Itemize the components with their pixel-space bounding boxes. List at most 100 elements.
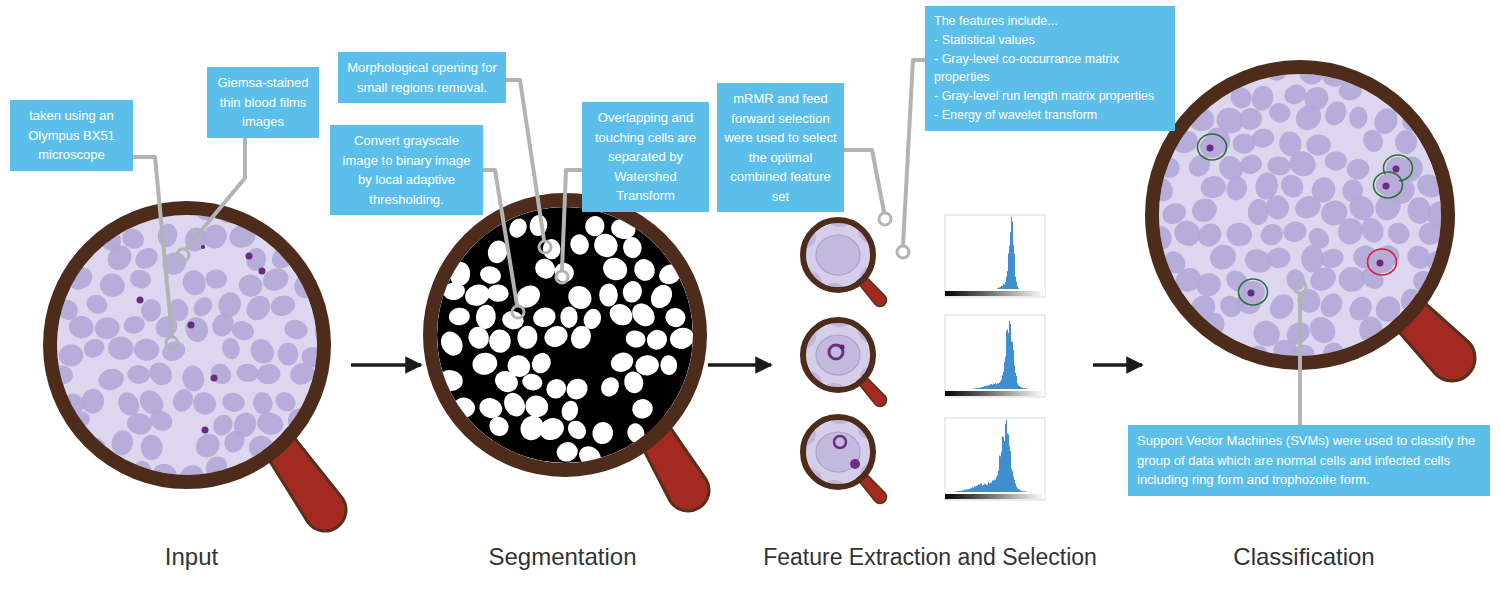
histogram-bar — [1015, 277, 1016, 289]
stage-label: Segmentation — [488, 543, 636, 571]
blood-cell — [560, 306, 578, 328]
histogram-bar — [989, 483, 990, 492]
callout-box: Convert grayscale image to binary image … — [330, 125, 483, 215]
blood-cell — [1257, 220, 1287, 250]
histogram-bar — [959, 491, 960, 493]
stage-region: Input — [40, 195, 343, 575]
histogram — [945, 418, 1045, 500]
histogram-bar — [1026, 388, 1027, 390]
blood-cell — [97, 270, 128, 300]
blood-cell — [246, 335, 279, 369]
histogram-bar — [1020, 491, 1021, 492]
blood-cell — [437, 328, 467, 360]
blood-cell — [81, 388, 105, 415]
histogram-bar — [1015, 373, 1016, 389]
histogram-bar — [967, 490, 968, 492]
callout-text: Support Vector Machines (SVMs) were used… — [1137, 431, 1481, 490]
leader-line — [483, 170, 517, 305]
callout-box: taken using an Olympus BX51 microscope — [10, 100, 133, 171]
histogram-bar — [957, 491, 958, 493]
blood-cell — [516, 324, 539, 350]
parasite — [1393, 166, 1400, 173]
leader-line — [903, 60, 925, 245]
histogram-bar — [1002, 375, 1003, 389]
blood-cell — [448, 307, 471, 326]
histogram-bar — [993, 384, 994, 389]
callout-text: - Gray-level co-occurrance matrix proper… — [934, 50, 1166, 88]
magnified-view — [788, 400, 888, 504]
stage-label: Classification — [1233, 543, 1374, 571]
magnifier — [788, 303, 889, 409]
parasite — [1207, 145, 1214, 152]
histogram-bar — [1017, 383, 1018, 389]
histogram-bar — [988, 385, 989, 389]
blood-cell — [1237, 106, 1264, 131]
blood-cell — [1284, 267, 1307, 293]
histogram-bar — [992, 385, 993, 389]
histogram-bar — [966, 489, 967, 492]
leader-dot — [539, 241, 551, 253]
histogram-bar — [999, 383, 1000, 389]
blood-cell — [268, 293, 297, 318]
detection-outline — [1368, 249, 1397, 275]
blood-cell — [622, 369, 646, 395]
magnifier-ring — [50, 208, 324, 482]
callout-text: Giemsa-stained thin blood films images — [214, 73, 312, 132]
blood-cell — [608, 350, 635, 375]
detection-outline — [1198, 134, 1227, 160]
histogram-bar — [962, 490, 963, 492]
blood-cell — [207, 360, 236, 389]
blood-cell — [1338, 267, 1365, 292]
blood-cell — [1395, 130, 1418, 155]
histogram-bar — [1017, 488, 1018, 492]
histogram-bar — [1012, 342, 1013, 389]
blood-cell — [536, 414, 568, 444]
histogram-bar — [1003, 372, 1004, 389]
histogram-bar — [954, 491, 955, 493]
histogram-bar — [1008, 253, 1009, 289]
blood-cell — [1232, 133, 1256, 154]
blood-cell — [1263, 193, 1291, 222]
parasite — [1377, 260, 1384, 267]
histogram-frame — [945, 418, 1045, 500]
histogram-bar — [1005, 357, 1006, 389]
blood-cell — [620, 279, 644, 305]
histogram-bar — [1021, 387, 1022, 389]
center-cell — [816, 235, 860, 275]
blood-cell — [1224, 175, 1249, 203]
histogram-bar — [978, 484, 979, 492]
blood-cell — [96, 366, 127, 394]
histogram-bar — [1000, 456, 1001, 492]
magnifier-ring — [803, 417, 873, 487]
magnifier-ring — [803, 220, 873, 290]
leader-line — [133, 157, 172, 336]
histogram-bar — [960, 491, 961, 492]
blood-cell — [528, 349, 554, 376]
infected-cell — [1376, 174, 1400, 196]
blood-cell — [630, 255, 658, 284]
intensity-scale — [945, 391, 1045, 396]
view-ground — [437, 207, 693, 463]
callout-text: - Gray-level run length matrix propertie… — [934, 87, 1166, 106]
histogram-bar — [987, 385, 988, 389]
intensity-scale — [945, 291, 1045, 296]
magnified-view — [788, 203, 888, 307]
histogram-bar — [1006, 420, 1007, 492]
blood-cell — [622, 236, 643, 259]
parasite — [1248, 290, 1255, 297]
magnifier — [50, 196, 354, 540]
blood-cell — [134, 338, 160, 360]
blood-cell — [189, 388, 220, 418]
histogram-bar — [994, 384, 995, 389]
blood-cell — [1293, 285, 1325, 317]
histogram-bar — [975, 388, 976, 390]
blood-cell — [663, 305, 688, 330]
blood-cell — [624, 329, 647, 349]
histogram-bar — [1007, 271, 1008, 289]
histogram-bar — [985, 484, 986, 492]
blood-cell — [242, 291, 275, 325]
histogram-bar — [983, 387, 984, 389]
blood-cell — [523, 393, 551, 420]
blood-cell — [1291, 100, 1327, 136]
blood-cell — [647, 281, 677, 312]
